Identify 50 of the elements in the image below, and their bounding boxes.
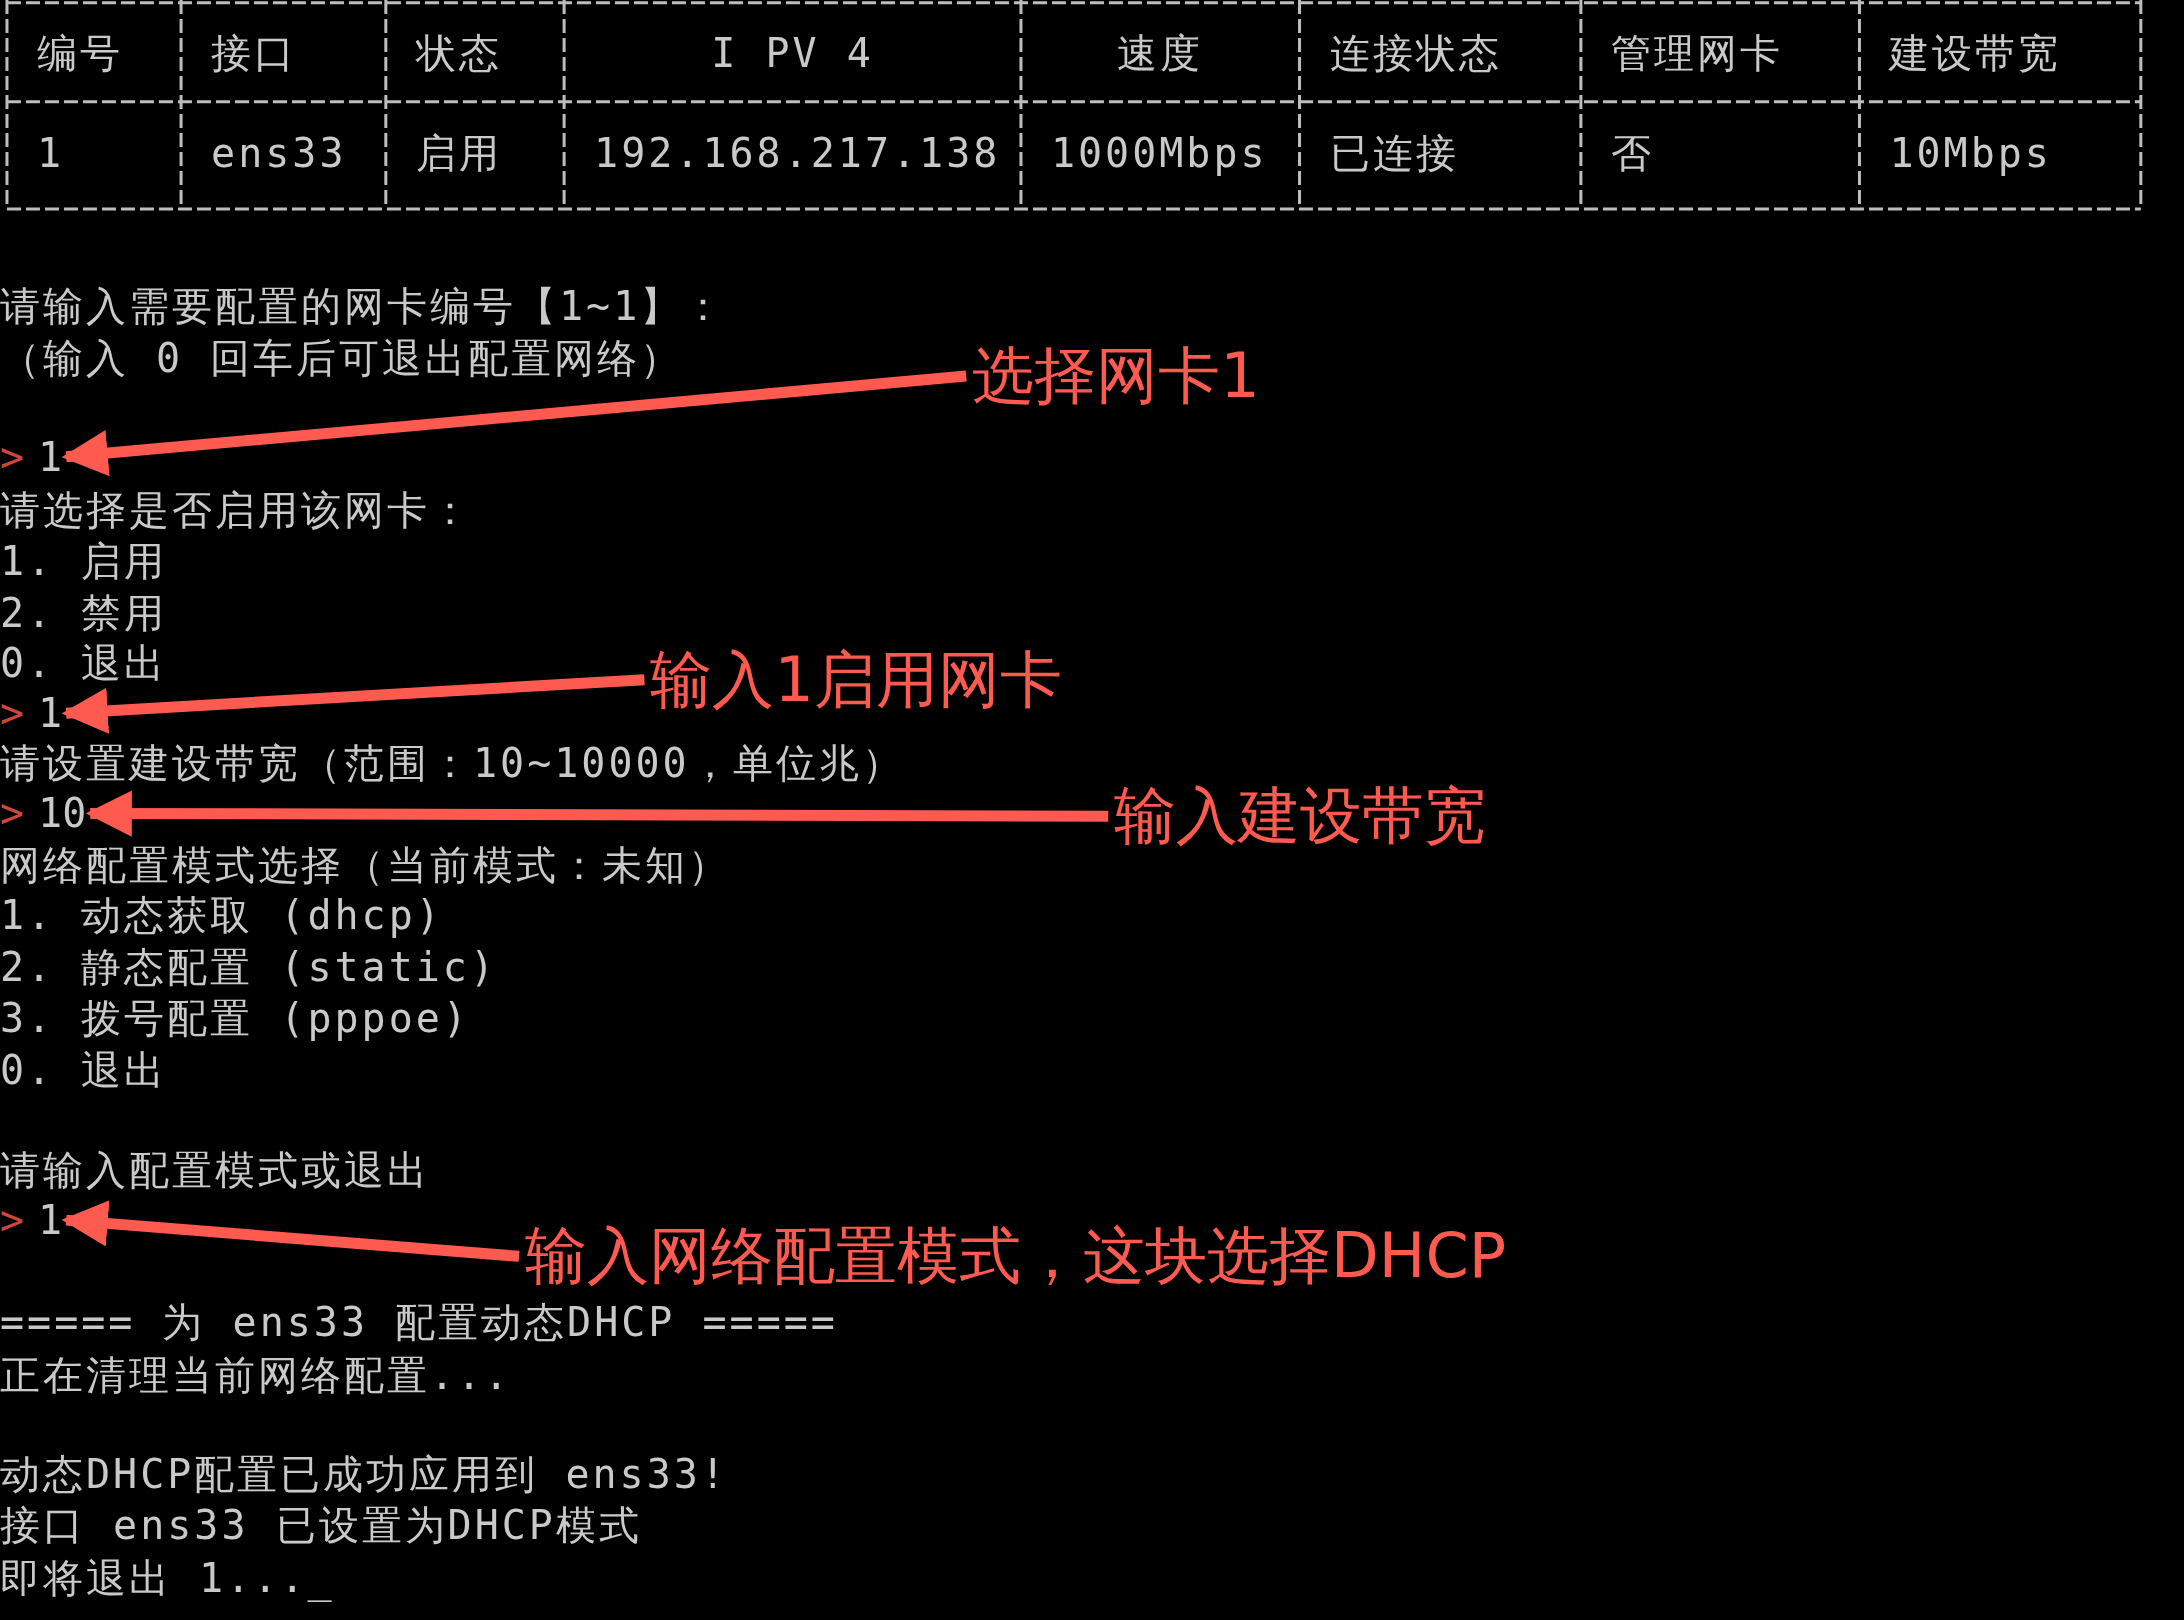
terminal-line: 3. 拨号配置 (pppoe): [0, 994, 470, 1044]
terminal-line: 网络配置模式选择（当前模式：未知）: [0, 840, 731, 890]
header-text: I PV 4: [710, 28, 875, 78]
terminal-line: 0. 退出: [0, 639, 168, 688]
terminal-line: 接口 ens33 已设置为DHCP模式: [0, 1501, 642, 1551]
annotation-text: 选择网卡1: [972, 340, 1260, 413]
header-text: 建设带宽: [1889, 28, 2062, 78]
terminal-line: （输入 0 回车后可退出配置网络）: [0, 333, 684, 383]
prompt-symbol: >: [0, 790, 25, 837]
terminal-line: 2. 静态配置 (static): [0, 942, 497, 992]
annotation-text: 输入1启用网卡: [650, 643, 1062, 716]
header-text: 状态: [415, 28, 502, 78]
arrow: [61, 674, 645, 734]
terminal-line: 0. 退出: [0, 1045, 168, 1095]
input-text: 1: [38, 690, 63, 737]
header-text: 管理网卡: [1610, 28, 1783, 78]
cell-text: ens33: [211, 129, 347, 179]
header-text: 连接状态: [1329, 28, 1502, 78]
terminal-line: 正在清理当前网络配置...: [0, 1350, 512, 1400]
input-text: 10: [38, 790, 87, 837]
terminal-line: 请设置建设带宽（范围：10~10000，单位兆）: [0, 739, 905, 789]
cell-text: 192.168.217.138: [594, 129, 1001, 179]
annotation-text: 输入建设带宽: [1114, 780, 1487, 853]
cell-text: 已连接: [1329, 129, 1459, 179]
input-text: 1: [38, 433, 63, 480]
cell-text: 1000Mbps: [1050, 129, 1268, 179]
arrow: [61, 370, 967, 477]
cell-text: 1: [36, 129, 65, 179]
input-text: 1: [38, 1197, 63, 1244]
cell-text: 启用: [415, 129, 502, 179]
terminal-line: 即将退出 1..._: [0, 1554, 335, 1604]
terminal-line: ===== 为 ens33 配置动态DHCP =====: [0, 1297, 838, 1347]
terminal-line: 请输入配置模式或退出: [0, 1146, 430, 1195]
terminal-line: 1. 启用: [0, 537, 168, 587]
prompt-symbol: >: [0, 433, 25, 480]
header-text: 速度: [1116, 28, 1205, 78]
cell-text: 10Mbps: [1889, 129, 2052, 179]
cell-text: 否: [1610, 129, 1654, 179]
prompt-symbol: >: [0, 690, 25, 737]
terminal-line: 2. 禁用: [0, 588, 168, 638]
terminal-line: 1. 动态获取 (dhcp): [0, 891, 443, 941]
prompt-symbol: >: [0, 1197, 25, 1244]
terminal-line: 动态DHCP配置已成功应用到 ens33!: [0, 1449, 728, 1499]
header-text: 编号: [36, 28, 123, 78]
terminal-line: 请输入需要配置的网卡编号【1~1】：: [0, 282, 727, 332]
arrow: [85, 790, 1109, 837]
arrow: [61, 1200, 520, 1262]
header-text: 接口: [211, 28, 298, 78]
terminal-line: 请选择是否启用该网卡：: [0, 485, 473, 535]
annotation-text: 输入网络配置模式，这块选择DHCP: [525, 1220, 1507, 1293]
